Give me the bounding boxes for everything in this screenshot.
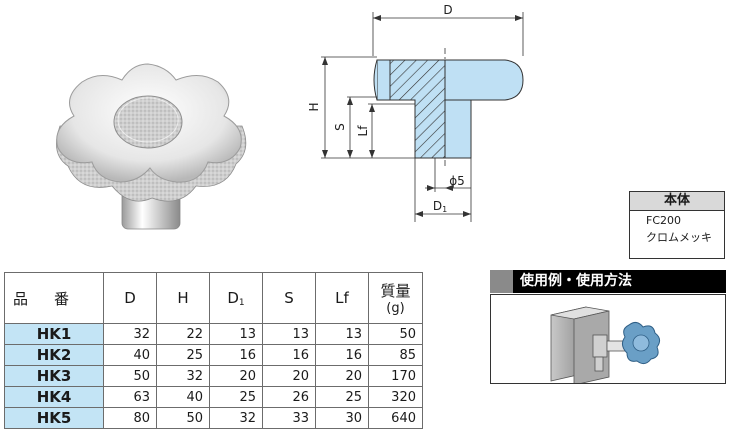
cell-d1: 13: [209, 323, 263, 345]
cell-s: 16: [262, 344, 316, 366]
cell-part: HK1: [4, 323, 104, 345]
cell-h: 50: [156, 407, 210, 429]
cell-part: HK5: [4, 407, 104, 429]
cell-d: 40: [103, 344, 157, 366]
cell-h: 32: [156, 365, 210, 387]
cell-h: 22: [156, 323, 210, 345]
cell-d: 63: [103, 386, 157, 408]
material-grade: FC200: [646, 214, 682, 227]
cell-d1: 32: [209, 407, 263, 429]
col-d1: D1: [209, 272, 263, 324]
cell-lf: 30: [315, 407, 369, 429]
usage-header: 使用例・使用方法: [490, 270, 726, 293]
dim-s-label: S: [333, 123, 347, 131]
material-header: 本体: [630, 192, 724, 211]
cell-w: 85: [368, 344, 423, 366]
cell-s: 33: [262, 407, 316, 429]
col-s: S: [262, 272, 316, 324]
dim-d-label: D: [443, 3, 452, 17]
material-box: 本体 FC200 クロムメッキ: [629, 191, 725, 259]
cell-d1: 20: [209, 365, 263, 387]
cell-w: 320: [368, 386, 423, 408]
dim-h-label: H: [307, 102, 321, 111]
usage-illustration: [550, 306, 661, 386]
cell-lf: 25: [315, 386, 369, 408]
col-lf: Lf: [315, 272, 369, 324]
product-photo: [56, 63, 247, 230]
dim-d1-label: D: [433, 199, 442, 213]
col-weight: 質量(g): [368, 272, 423, 324]
usage-header-tab: [490, 270, 513, 293]
cell-s: 26: [262, 386, 316, 408]
col-d: D: [103, 272, 157, 324]
cell-w: 50: [368, 323, 423, 345]
cell-lf: 13: [315, 323, 369, 345]
dim-d1-sub: 1: [442, 205, 447, 214]
cell-lf: 16: [315, 344, 369, 366]
dim-lf-label: Lf: [356, 125, 370, 137]
usage-title: 使用例・使用方法: [520, 273, 632, 289]
col-h: H: [156, 272, 210, 324]
cell-s: 20: [262, 365, 316, 387]
cell-h: 25: [156, 344, 210, 366]
dim-phi5-label: ϕ5: [449, 174, 465, 188]
cell-part: HK3: [4, 365, 104, 387]
cell-d: 32: [103, 323, 157, 345]
cell-d1: 16: [209, 344, 263, 366]
cell-w: 170: [368, 365, 423, 387]
usage-illustration-box: [490, 294, 726, 386]
cell-part: HK4: [4, 386, 104, 408]
cell-lf: 20: [315, 365, 369, 387]
table-header-row: 品番 D H D1 S Lf 質量(g): [4, 272, 423, 324]
material-finish: クロムメッキ: [646, 231, 712, 244]
cell-part: HK2: [4, 344, 104, 366]
cell-d: 50: [103, 365, 157, 387]
cell-h: 40: [156, 386, 210, 408]
cell-w: 640: [368, 407, 423, 429]
cell-d: 80: [103, 407, 157, 429]
col-part-number: 品番: [4, 272, 104, 324]
cell-s: 13: [262, 323, 316, 345]
cell-d1: 25: [209, 386, 263, 408]
svg-text:D1: D1: [433, 199, 447, 214]
technical-drawing: D H S Lf ϕ5 D1: [307, 3, 524, 222]
